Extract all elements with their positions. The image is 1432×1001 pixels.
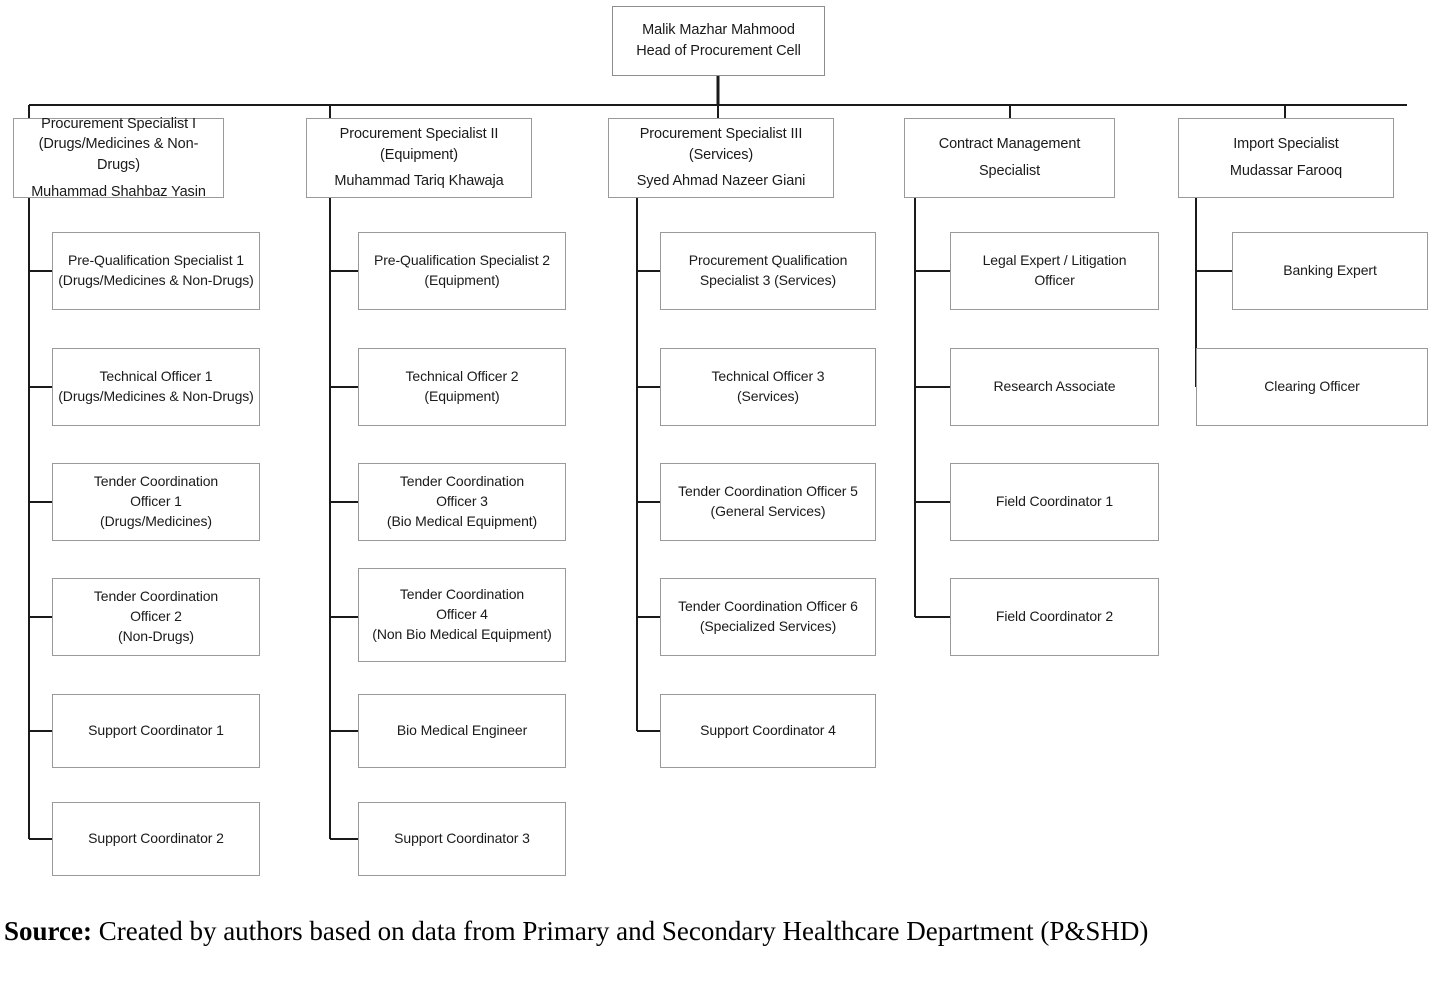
c4-child-2-label: Research Associate	[993, 378, 1116, 395]
c2-child-4-line1: Tender Coordination	[399, 586, 525, 603]
node-c2-child-1[interactable]: Pre-Qualification Specialist 2 (Equipmen…	[358, 232, 566, 310]
node-c3-child-1[interactable]: Procurement Qualification Specialist 3 (…	[660, 232, 876, 310]
c3-child-2-line2: (Services)	[736, 388, 799, 404]
node-c4-child-2[interactable]: Research Associate	[950, 348, 1159, 426]
c3-child-2-line1: Technical Officer 3	[711, 368, 825, 385]
c1-child-1-label: Pre-Qualification Specialist 1 (Drugs/Me…	[58, 252, 254, 288]
node-c2-child-2[interactable]: Technical Officer 2 (Equipment)	[358, 348, 566, 426]
manager-4-title: Contract Management	[938, 136, 1081, 153]
c4-child-1-line2: Officer	[1034, 272, 1075, 288]
manager-1-scope: (Drugs/Medicines & Non-Drugs)	[38, 136, 199, 173]
c1-child-4-line2: Officer 2	[130, 608, 182, 625]
c1-child-4-line3: (Non-Drugs)	[118, 627, 194, 644]
node-c3-child-3[interactable]: Tender Coordination Officer 5 (General S…	[660, 463, 876, 541]
node-manager-2[interactable]: Procurement Specialist II (Equipment) Mu…	[306, 118, 532, 198]
c1-child-3-line2: Officer 1	[130, 493, 182, 510]
manager-5-title: Import Specialist	[1233, 136, 1339, 153]
node-c4-child-1[interactable]: Legal Expert / Litigation Officer	[950, 232, 1159, 310]
root-role: Head of Procurement Cell	[636, 43, 801, 59]
c3-child-5-label: Support Coordinator 4	[700, 722, 836, 739]
manager-5-scope: Mudassar Farooq	[1229, 163, 1343, 179]
manager-3-title: Procurement Specialist III	[639, 126, 803, 143]
node-c3-child-4[interactable]: Tender Coordination Officer 6 (Specializ…	[660, 578, 876, 656]
node-manager-1[interactable]: Procurement Specialist I (Drugs/Medicine…	[13, 116, 224, 200]
c2-child-2-line2: (Equipment)	[424, 388, 500, 404]
c4-child-3-label: Field Coordinator 1	[995, 493, 1114, 510]
node-c1-child-6[interactable]: Support Coordinator 2	[52, 802, 260, 876]
c1-child-6-label: Support Coordinator 2	[88, 830, 224, 847]
node-c3-child-5[interactable]: Support Coordinator 4	[660, 694, 876, 768]
root-title: Malik Mazhar Mahmood	[642, 22, 795, 39]
c3-child-3-label: Tender Coordination Officer 5 (General S…	[678, 483, 858, 519]
manager-4-scope: Specialist	[978, 163, 1041, 179]
c5-child-1-label: Banking Expert	[1283, 262, 1377, 279]
c3-child-1-label: Procurement Qualification Specialist 3 (…	[688, 252, 848, 288]
c2-child-1-label: Pre-Qualification Specialist 2 (Equipmen…	[374, 252, 550, 288]
manager-2-scope: (Equipment)	[380, 146, 458, 163]
source-caption: Source: Created by authors based on data…	[4, 912, 1428, 950]
c1-child-3-line1: Tender Coordination	[93, 473, 219, 490]
c1-child-4-line1: Tender Coordination	[93, 588, 219, 605]
node-c5-child-2[interactable]: Clearing Officer	[1196, 348, 1428, 426]
node-c3-child-2[interactable]: Technical Officer 3 (Services)	[660, 348, 876, 426]
manager-3-scope: (Services)	[688, 146, 754, 163]
node-c4-child-3[interactable]: Field Coordinator 1	[950, 463, 1159, 541]
node-c1-child-3[interactable]: Tender Coordination Officer 1 (Drugs/Med…	[52, 463, 260, 541]
node-c2-child-5[interactable]: Bio Medical Engineer	[358, 694, 566, 768]
c3-child-4-label: Tender Coordination Officer 6 (Specializ…	[678, 598, 858, 634]
c2-child-6-label: Support Coordinator 3	[394, 830, 530, 847]
node-manager-3[interactable]: Procurement Specialist III (Services) Sy…	[608, 118, 834, 198]
c2-child-4-line2: Officer 4	[436, 606, 488, 623]
c5-child-2-label: Clearing Officer	[1264, 378, 1360, 395]
c4-child-4-label: Field Coordinator 2	[995, 608, 1114, 625]
source-text: Created by authors based on data from Pr…	[92, 916, 1149, 946]
node-c1-child-1[interactable]: Pre-Qualification Specialist 1 (Drugs/Me…	[52, 232, 260, 310]
source-label: Source:	[4, 916, 92, 946]
c2-child-3-line2: Officer 3	[436, 493, 488, 510]
c2-child-3-line1: Tender Coordination	[399, 473, 525, 490]
c4-child-1-line1: Legal Expert / Litigation	[982, 252, 1127, 269]
c1-child-2-label: Technical Officer 1 (Drugs/Medicines & N…	[58, 368, 254, 404]
node-c2-child-3[interactable]: Tender Coordination Officer 3 (Bio Medic…	[358, 463, 566, 541]
node-c4-child-4[interactable]: Field Coordinator 2	[950, 578, 1159, 656]
node-root[interactable]: Malik Mazhar Mahmood Head of Procurement…	[612, 6, 825, 76]
c2-child-4-line3: (Non Bio Medical Equipment)	[372, 625, 552, 642]
manager-3-name: Syed Ahmad Nazeer Giani	[636, 173, 806, 190]
manager-1-name: Muhammad Shahbaz Yasin	[31, 183, 206, 200]
manager-2-name: Muhammad Tariq Khawaja	[334, 173, 504, 190]
c1-child-3-line3: (Drugs/Medicines)	[100, 512, 212, 529]
node-manager-4[interactable]: Contract Management Specialist	[904, 118, 1115, 198]
c2-child-3-line3: (Bio Medical Equipment)	[386, 512, 538, 529]
c2-child-2-line1: Technical Officer 2	[405, 368, 519, 385]
node-c1-child-5[interactable]: Support Coordinator 1	[52, 694, 260, 768]
node-c2-child-4[interactable]: Tender Coordination Officer 4 (Non Bio M…	[358, 568, 566, 662]
node-manager-5[interactable]: Import Specialist Mudassar Farooq	[1178, 118, 1394, 198]
node-c1-child-2[interactable]: Technical Officer 1 (Drugs/Medicines & N…	[52, 348, 260, 426]
node-c2-child-6[interactable]: Support Coordinator 3	[358, 802, 566, 876]
c1-child-5-label: Support Coordinator 1	[88, 722, 224, 739]
c2-child-5-label: Bio Medical Engineer	[396, 722, 528, 739]
manager-2-title: Procurement Specialist II	[339, 126, 499, 143]
node-c1-child-4[interactable]: Tender Coordination Officer 2 (Non-Drugs…	[52, 578, 260, 656]
node-c5-child-1[interactable]: Banking Expert	[1232, 232, 1428, 310]
manager-1-title: Procurement Specialist I	[41, 115, 196, 132]
